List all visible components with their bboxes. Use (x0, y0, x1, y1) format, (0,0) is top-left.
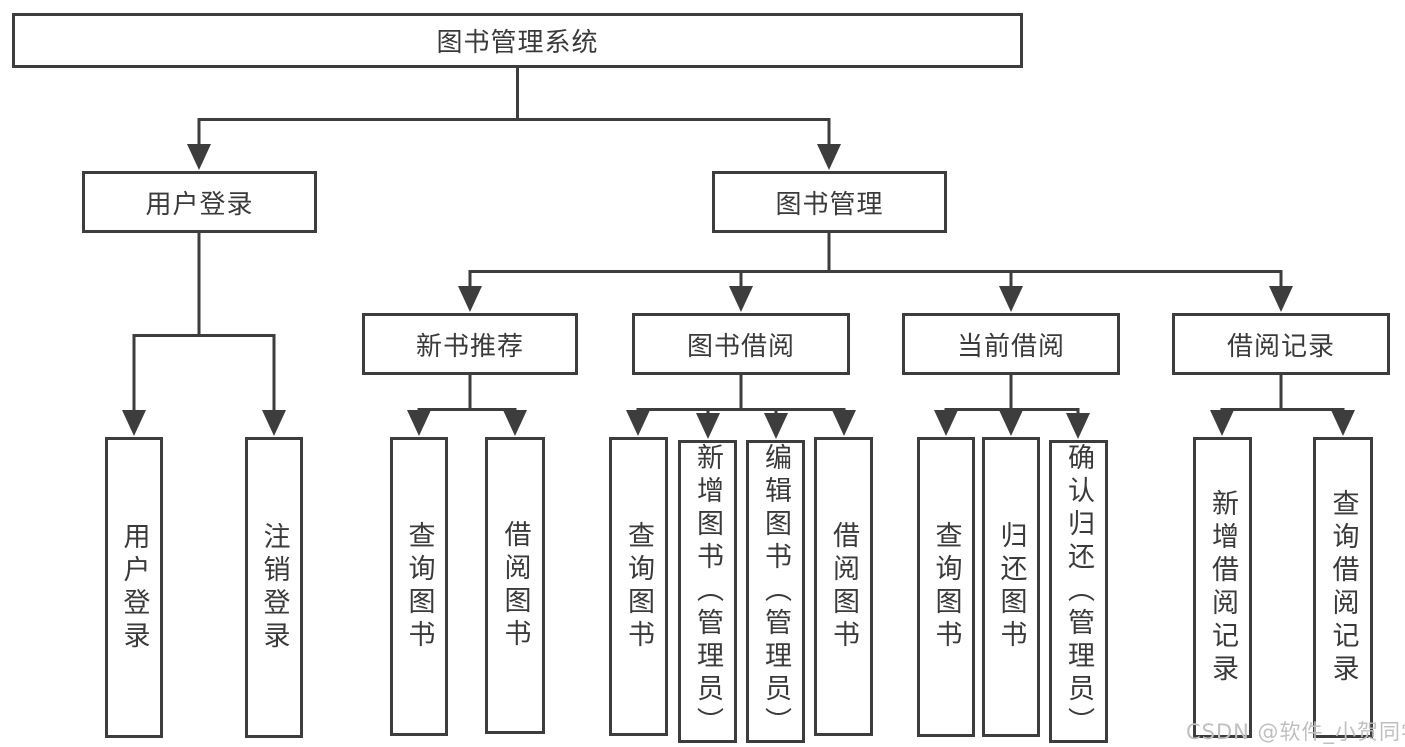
leaf-logout: 注销登录 (245, 437, 303, 738)
node-root-library-management-system: 图书管理系统 (12, 13, 1023, 68)
csdn-watermark: CSDN @软件_小贺同学 (1186, 720, 1405, 744)
node-current-borrowing: 当前借阅 (902, 313, 1120, 375)
connector-borrowing-to-leaves (626, 375, 856, 439)
node-borrowing-records: 借阅记录 (1172, 313, 1390, 375)
leaf-recommend-query-books: 查询图书 (390, 437, 448, 736)
node-new-book-recommend: 新书推荐 (362, 313, 578, 375)
node-label: 新增图书（管理员） (692, 443, 723, 740)
leaf-borrowing-borrow-books: 借阅图书 (814, 437, 873, 736)
node-label: 查询图书 (623, 520, 654, 653)
node-label: 图书管理系统 (436, 28, 599, 58)
connector-recommend-to-leaves (407, 375, 527, 436)
node-user-login: 用户登录 (82, 171, 317, 233)
node-label: 查询图书 (403, 520, 435, 653)
leaf-records-add-record: 新增借阅记录 (1193, 437, 1252, 738)
node-book-management: 图书管理 (712, 171, 947, 233)
leaf-current-return-books: 归还图书 (982, 437, 1040, 737)
leaf-current-confirm-return-admin: 确认归还（管理员） (1049, 440, 1108, 743)
node-label: 当前借阅 (956, 331, 1065, 362)
node-label: 确认归还（管理员） (1063, 443, 1094, 740)
leaf-current-query-books: 查询图书 (917, 437, 975, 737)
node-label: 查询借阅记录 (1327, 488, 1359, 687)
node-label: 新书推荐 (415, 331, 524, 362)
leaf-borrowing-add-books-admin: 新增图书（管理员） (678, 440, 737, 743)
connector-current-to-leaves (934, 375, 1090, 439)
node-label: 查询图书 (930, 521, 962, 653)
leaf-records-query-record: 查询借阅记录 (1313, 437, 1373, 738)
leaf-borrowing-edit-books-admin: 编辑图书（管理员） (746, 440, 805, 743)
node-label: 借阅图书 (499, 519, 531, 652)
node-label: 编辑图书（管理员） (760, 443, 791, 740)
node-label: 图书管理 (775, 189, 884, 220)
leaf-user-login: 用户登录 (105, 437, 163, 738)
node-label: 用户登录 (118, 521, 150, 654)
node-label: 用户登录 (145, 189, 254, 220)
node-label: 借阅记录 (1226, 331, 1335, 362)
node-label: 注销登录 (258, 521, 290, 654)
leaf-recommend-borrow-books: 借阅图书 (485, 437, 545, 734)
leaf-borrowing-query-books: 查询图书 (609, 437, 668, 736)
connector-bookmgmt-to-level3 (458, 233, 1293, 312)
node-label: 图书借阅 (686, 331, 795, 362)
node-label: 归还图书 (995, 521, 1027, 653)
connector-root-to-level2 (187, 67, 841, 170)
node-label: 新增借阅记录 (1207, 488, 1238, 687)
connector-userlogin-to-leaves (122, 233, 286, 436)
node-label: 借阅图书 (828, 520, 859, 653)
connector-records-to-leaves (1210, 375, 1355, 436)
node-book-borrowing: 图书借阅 (632, 313, 850, 375)
